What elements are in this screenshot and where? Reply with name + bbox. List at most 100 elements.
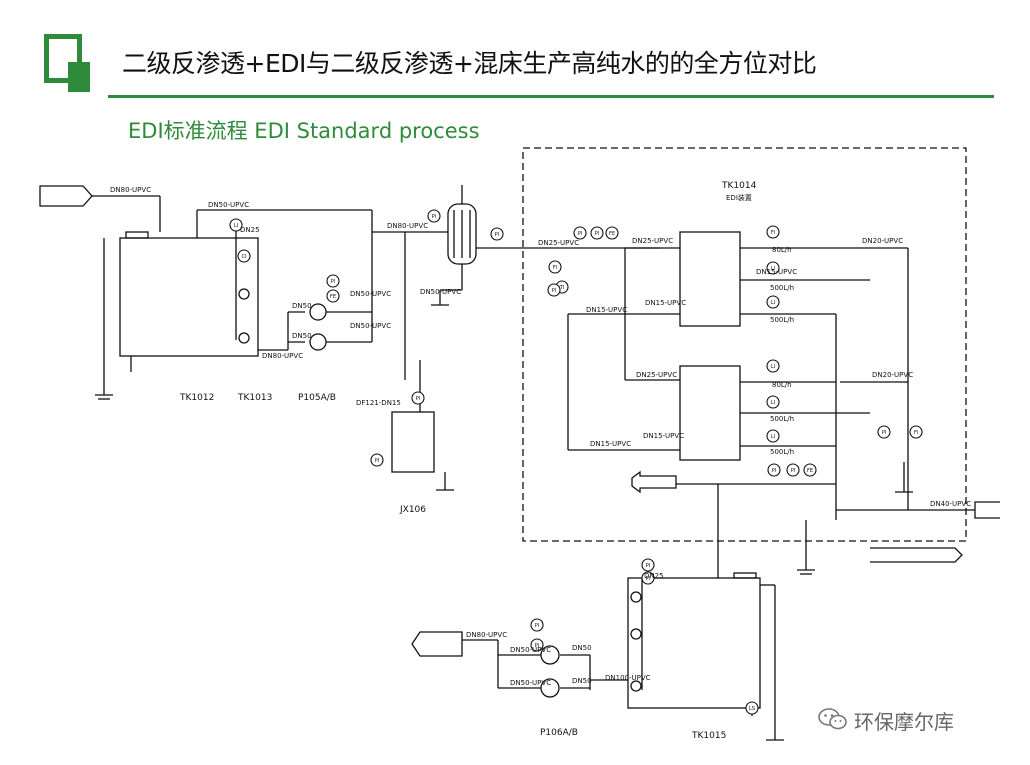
line-label: DN50 — [572, 644, 592, 652]
tag-jx106: JX106 — [399, 505, 426, 515]
line-label: DN80-UPVC — [262, 352, 303, 360]
flow-label: 500L/h — [770, 448, 794, 456]
line-label: DN50 — [292, 332, 312, 340]
line-label: DN50-UPVC — [420, 288, 461, 296]
line-label: DN15-UPVC — [643, 432, 684, 440]
name-tk1014: EDI装置 — [726, 193, 752, 202]
edi-module-2 — [679, 365, 741, 461]
line-label: DN50-UPVC — [510, 679, 551, 687]
instrument-tag: PI — [535, 643, 540, 649]
flow-label: 80L/h — [772, 381, 792, 389]
instrument-bubble: PI — [767, 463, 781, 477]
instrument-bubble: PI — [641, 558, 655, 572]
logo-square-fill — [68, 62, 90, 92]
instrument-tag: LS — [749, 706, 755, 712]
instrument-bubble: PI — [490, 227, 504, 241]
instrument-bubble: PI — [573, 226, 587, 240]
tag-tk1012: TK1012 — [179, 393, 214, 403]
instrument-tag: FI — [914, 430, 918, 436]
instrument-tag: PI — [646, 563, 651, 569]
edi-module-1 — [679, 231, 741, 327]
flow-label: 500L/h — [770, 316, 794, 324]
instrument-bubble: PI — [411, 391, 425, 405]
dosing-tank-jx106 — [391, 411, 435, 473]
line-label: DN20-UPVC — [872, 371, 913, 379]
line-label: DN25 — [644, 572, 664, 580]
instrument-tag: PI — [772, 468, 777, 474]
instrument-bubble: PI — [786, 463, 800, 477]
line-label: DN25-UPVC — [636, 371, 677, 379]
line-label: DN100-UPVC — [605, 674, 651, 682]
instrument-tag: PI — [646, 576, 651, 582]
instrument-tag: FI — [553, 265, 557, 271]
tag-p105ab: P105A/B — [298, 393, 336, 403]
tag-tk1014: TK1014 — [721, 181, 757, 191]
flow-label: 500L/h — [770, 284, 794, 292]
line-label: DN25 — [240, 226, 260, 234]
instrument-tag: LI — [771, 300, 775, 306]
watermark: 环保摩尔库 — [818, 706, 954, 735]
instrument-tag: PI — [432, 214, 437, 220]
instrument-tag: FE — [807, 468, 813, 474]
tag-tk1013: TK1013 — [237, 393, 272, 403]
instrument-bubble: PI — [590, 226, 604, 240]
line-label: DN50 — [292, 302, 312, 310]
tag-tk1015: TK1015 — [691, 731, 726, 741]
instrument-tag: PI — [882, 430, 887, 436]
instrument-tag: LI — [771, 266, 775, 272]
instrument-bubble: FE — [605, 226, 619, 240]
instrument-bubble: FE — [803, 463, 817, 477]
instrument-bubble: PI — [370, 453, 384, 467]
line-label: DN20-UPVC — [862, 237, 903, 245]
title-divider — [108, 95, 994, 98]
line-label: DF121-DN15 — [356, 399, 401, 407]
tag-p106ab: P106A/B — [540, 728, 578, 738]
instrument-tag: LI — [771, 364, 775, 370]
instrument-tag: CI — [242, 254, 247, 260]
pump-p105a — [309, 303, 327, 321]
line-label: DN15-UPVC — [645, 299, 686, 307]
outlet-arrow-bottom — [411, 631, 463, 657]
instrument-bubble: PI — [326, 274, 340, 288]
instrument-tag: FE — [609, 231, 615, 237]
instrument-tag: PI — [416, 396, 421, 402]
logo-square-outline — [44, 34, 82, 83]
instrument-tag: FE — [330, 294, 336, 300]
line-label: DN15-UPVC — [756, 268, 797, 276]
instrument-tag: PI — [791, 468, 796, 474]
instrument-bubble: PI — [530, 618, 544, 632]
line-label: DN15-UPVC — [590, 440, 631, 448]
instrument-bubble: PI — [547, 283, 561, 297]
instrument-bubble: FI — [766, 225, 780, 239]
line-label: DN80-UPVC — [387, 222, 428, 230]
instrument-tag: FI — [771, 230, 775, 236]
instrument-tag: PI — [331, 279, 336, 285]
line-label: DN50-UPVC — [510, 646, 551, 654]
line-label: DN50 — [572, 677, 592, 685]
instrument-tag: PI — [375, 458, 380, 464]
line-label: DN15-UPVC — [586, 306, 627, 314]
instrument-tag: LI — [234, 223, 238, 229]
instrument-bubble: LI — [766, 359, 780, 373]
wechat-icon — [818, 707, 848, 734]
line-label: DN50-UPVC — [350, 290, 391, 298]
line-label: DN25-UPVC — [538, 239, 579, 247]
instrument-bubble: LI — [229, 218, 243, 232]
tank-tk1015 — [627, 577, 761, 709]
instrument-bubble: FI — [548, 260, 562, 274]
line-label: DN80-UPVC — [110, 186, 151, 194]
instrument-bubble: LI — [766, 261, 780, 275]
instrument-bubble: PI — [427, 209, 441, 223]
instrument-tag: LI — [771, 434, 775, 440]
page-title: 二级反渗透+EDI与二级反渗透+混床生产高纯水的的全方位对比 — [122, 49, 817, 78]
instrument-bubble: FE — [326, 289, 340, 303]
instrument-tag: PI — [595, 231, 600, 237]
tank-tk1012 — [119, 237, 259, 357]
instrument-tag: LI — [771, 400, 775, 406]
instrument-bubble: LI — [766, 295, 780, 309]
line-label: DN25-UPVC — [632, 237, 673, 245]
instrument-bubble: LI — [766, 429, 780, 443]
flow-label: 80L/h — [772, 246, 792, 254]
product-outlet-arrow — [974, 501, 1000, 519]
instrument-tag: PI — [495, 232, 500, 238]
